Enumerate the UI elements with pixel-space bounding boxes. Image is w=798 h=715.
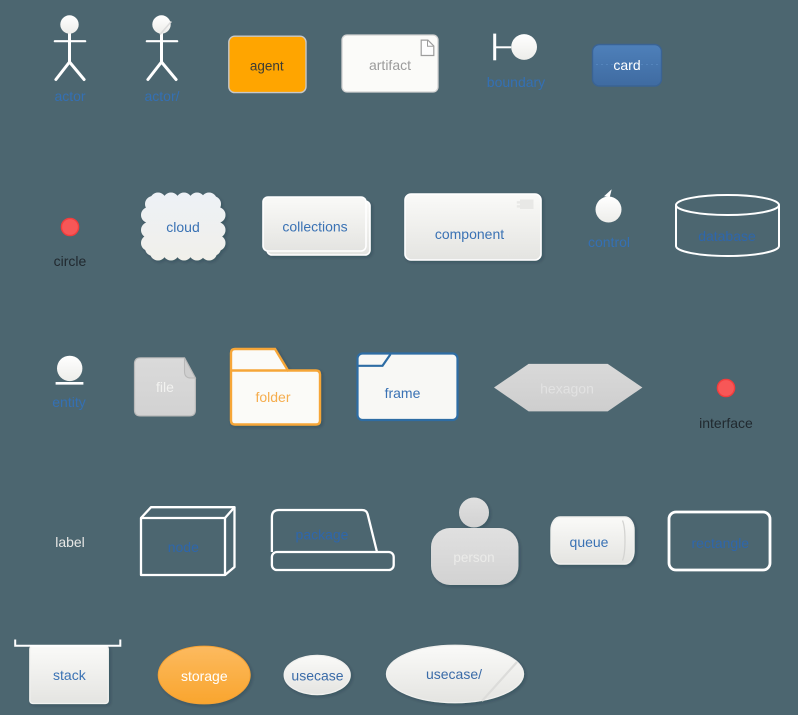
svg-text:frame: frame	[385, 385, 421, 401]
svg-text:usecase: usecase	[291, 668, 343, 684]
svg-text:rectangle: rectangle	[692, 535, 750, 551]
svg-text:file: file	[156, 379, 174, 395]
svg-text:package: package	[296, 527, 349, 543]
svg-text:stack: stack	[53, 667, 87, 683]
svg-text:collections: collections	[282, 219, 347, 235]
svg-text:agent: agent	[250, 59, 284, 74]
svg-text:person: person	[453, 550, 494, 565]
svg-text:entity: entity	[52, 394, 85, 410]
svg-text:node: node	[168, 539, 199, 555]
svg-text:storage: storage	[181, 668, 228, 684]
svg-text:folder: folder	[255, 389, 290, 405]
svg-text:circle: circle	[54, 253, 87, 269]
svg-text:cloud: cloud	[166, 219, 199, 235]
svg-text:queue: queue	[570, 534, 609, 550]
svg-text:actor/: actor/	[144, 88, 179, 104]
svg-text:label: label	[55, 534, 85, 550]
svg-text:component: component	[435, 226, 504, 242]
svg-text:usecase/: usecase/	[426, 666, 482, 682]
svg-text:hexagon: hexagon	[540, 381, 594, 397]
svg-text:control: control	[588, 234, 630, 250]
svg-text:boundary: boundary	[487, 74, 545, 90]
svg-text:artifact: artifact	[369, 57, 411, 73]
svg-text:database: database	[698, 228, 756, 244]
svg-text:actor: actor	[54, 88, 85, 104]
svg-text:card: card	[613, 57, 640, 73]
svg-text:interface: interface	[699, 415, 753, 431]
